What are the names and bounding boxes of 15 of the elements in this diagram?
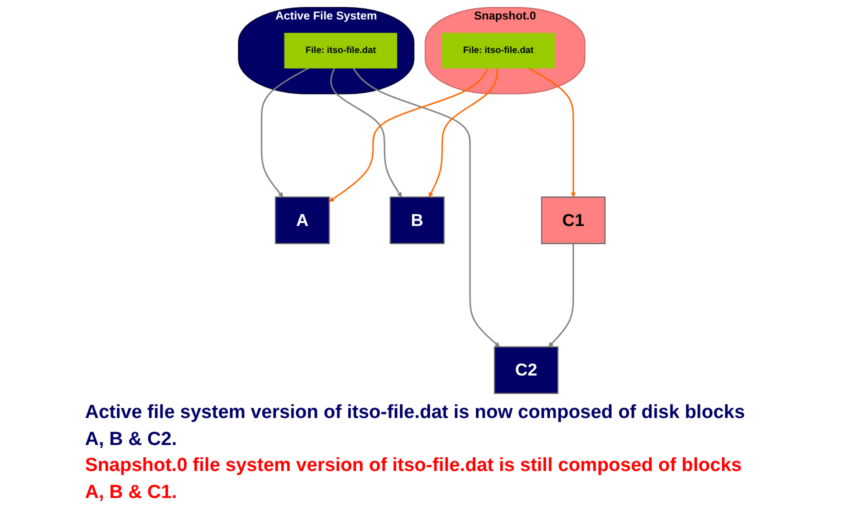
arrow xyxy=(528,66,576,197)
node-box: File: itso-file.dat xyxy=(442,32,556,68)
note: Active file system version of itso-file.dat is now composed of disk blocks A, B & C2. xyxy=(85,401,746,452)
arrow xyxy=(330,67,402,197)
arrow xyxy=(548,243,574,347)
node-box: C2 xyxy=(494,346,559,394)
arrow xyxy=(261,66,310,197)
node-box: A xyxy=(275,196,330,244)
node-box: C1 xyxy=(541,196,606,244)
arrow xyxy=(329,67,490,202)
node-box: File: itso-file.dat xyxy=(284,32,398,68)
arrow xyxy=(429,67,498,197)
note: Snapshot.0 file system version of itso-file.dat is still composed of blocks A, B & C1. xyxy=(85,454,743,505)
arrow xyxy=(352,66,500,347)
node-box: B xyxy=(390,196,445,244)
